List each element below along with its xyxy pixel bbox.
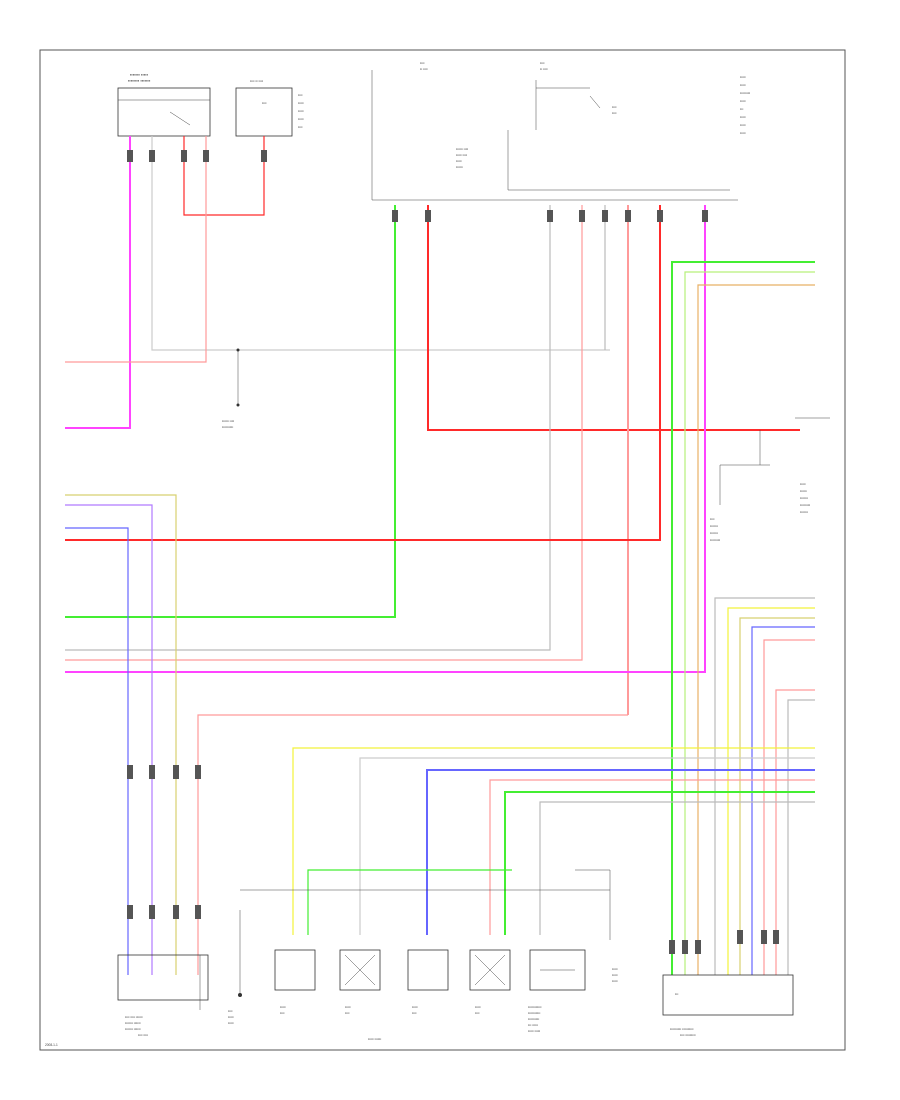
svg-text:▪▪▪▪▪ ▪▪▪▪▪: ▪▪▪▪▪ ▪▪▪▪▪ bbox=[528, 1029, 540, 1033]
wires-right-top bbox=[671, 261, 815, 975]
svg-text:▪▪▪▪▪: ▪▪▪▪▪ bbox=[740, 131, 746, 135]
svg-text:▪▪▪▪: ▪▪▪▪ bbox=[540, 61, 545, 65]
svg-text:▪▪▪▪▪▪▪▪▪▪▪▪: ▪▪▪▪▪▪▪▪▪▪▪▪ bbox=[528, 1005, 542, 1009]
svg-text:▪▪▪▪▪▪▪▪ ▪▪▪▪▪▪▪: ▪▪▪▪▪▪▪▪ ▪▪▪▪▪▪▪ bbox=[128, 78, 151, 83]
svg-text:▪▪▪▪ ▪▪▪▪: ▪▪▪▪ ▪▪▪▪ bbox=[138, 1033, 148, 1037]
svg-text:▪▪▪▪▪▪▪▪▪▪: ▪▪▪▪▪▪▪▪▪▪ bbox=[222, 425, 233, 429]
ground-right: ▪▪▪▪▪ ▪▪▪▪▪ ▪▪▪▪▪ bbox=[612, 967, 618, 983]
svg-text:▪▪▪ ▪▪▪▪▪: ▪▪▪ ▪▪▪▪▪ bbox=[528, 1023, 538, 1027]
svg-text:▪▪▪▪▪: ▪▪▪▪▪ bbox=[228, 1021, 234, 1025]
svg-text:▪▪▪▪▪▪: ▪▪▪▪▪▪ bbox=[456, 165, 463, 169]
svg-text:▪▪▪▪▪: ▪▪▪▪▪ bbox=[456, 159, 462, 163]
svg-text:▪▪▪▪▪ ▪▪▪▪: ▪▪▪▪▪ ▪▪▪▪ bbox=[456, 153, 467, 157]
svg-text:▪▪▪▪▪: ▪▪▪▪▪ bbox=[412, 1005, 418, 1009]
svg-text:▪▪ ▪▪▪▪: ▪▪ ▪▪▪▪ bbox=[420, 67, 428, 71]
svg-text:▪▪▪▪▪: ▪▪▪▪▪ bbox=[740, 83, 746, 87]
svg-text:▪▪▪▪▪▪▪ ▪▪▪▪▪: ▪▪▪▪▪▪▪ ▪▪▪▪▪ bbox=[130, 72, 149, 77]
svg-text:▪▪▪▪▪▪ ▪▪▪▪: ▪▪▪▪▪▪ ▪▪▪▪ bbox=[222, 419, 234, 423]
svg-text:▪▪▪▪: ▪▪▪▪ bbox=[710, 517, 715, 521]
wires-left-multi bbox=[65, 494, 628, 975]
wires-right-ecu bbox=[714, 597, 815, 975]
svg-text:▪▪▪▪▪: ▪▪▪▪▪ bbox=[280, 1005, 286, 1009]
svg-text:▪▪▪▪▪: ▪▪▪▪▪ bbox=[612, 979, 618, 983]
svg-text:▪▪▪▪: ▪▪▪▪ bbox=[475, 1011, 480, 1015]
svg-text:▪▪▪▪: ▪▪▪▪ bbox=[345, 1011, 350, 1015]
svg-text:▪▪▪▪: ▪▪▪▪ bbox=[412, 1011, 417, 1015]
svg-text:▪▪▪▪: ▪▪▪▪ bbox=[228, 1009, 233, 1013]
svg-text:▪▪▪▪ ▪▪ ▪▪▪▪: ▪▪▪▪ ▪▪ ▪▪▪▪ bbox=[250, 79, 263, 83]
svg-text:▪▪▪▪▪: ▪▪▪▪▪ bbox=[740, 99, 746, 103]
svg-text:▪▪▪▪▪▪▪▪▪: ▪▪▪▪▪▪▪▪▪ bbox=[740, 91, 750, 95]
junction-block-top: ▪▪▪▪ ▪▪ ▪▪▪▪ ▪▪▪▪ ▪▪ ▪▪▪▪ ▪▪▪▪▪▪ ▪▪▪▪ ▪▪… bbox=[371, 61, 750, 201]
svg-text:▪▪▪▪▪: ▪▪▪▪▪ bbox=[740, 75, 746, 79]
svg-text:▪▪▪▪▪▪▪: ▪▪▪▪▪▪▪ bbox=[800, 510, 808, 514]
svg-text:▪▪▪▪▪: ▪▪▪▪▪ bbox=[298, 109, 304, 113]
svg-text:▪▪▪▪▪: ▪▪▪▪▪ bbox=[612, 967, 618, 971]
svg-text:▪▪ ▪▪▪▪: ▪▪ ▪▪▪▪ bbox=[540, 67, 548, 71]
svg-text:▪▪▪▪▪▪▪▪▪▪ ▪▪▪▪▪▪▪▪▪▪: ▪▪▪▪▪▪▪▪▪▪ ▪▪▪▪▪▪▪▪▪▪ bbox=[670, 1027, 694, 1031]
svg-text:▪▪▪▪: ▪▪▪▪ bbox=[298, 93, 303, 97]
electronic-control-module: ▪▪▪ ▪▪▪▪▪▪▪▪▪▪ ▪▪▪▪▪▪▪▪▪▪ ▪▪▪▪ ▪▪▪▪▪▪▪▪▪ bbox=[662, 974, 794, 1037]
svg-text:▪▪▪▪▪: ▪▪▪▪▪ bbox=[228, 1015, 234, 1019]
diagram-border bbox=[39, 49, 846, 1051]
svg-text:▪▪▪▪ ▪▪▪▪▪▪▪▪▪: ▪▪▪▪ ▪▪▪▪▪▪▪▪▪ bbox=[680, 1033, 696, 1037]
wires-lower-bus bbox=[240, 747, 815, 940]
fuse-block-left: ▪▪▪▪ ▪▪ ▪▪▪▪ ▪▪▪▪ ▪▪▪▪ ▪▪▪▪▪ ▪▪▪▪▪ ▪▪▪▪▪… bbox=[235, 79, 304, 137]
svg-text:▪▪▪▪: ▪▪▪▪ bbox=[420, 61, 425, 65]
top-left-switch-component: ▪▪▪▪▪▪▪ ▪▪▪▪▪ ▪▪▪▪▪▪▪▪ ▪▪▪▪▪▪▪ bbox=[117, 72, 211, 137]
ground-left: ▪▪▪▪ ▪▪▪▪▪ ▪▪▪▪▪ bbox=[228, 910, 242, 1025]
svg-text:▪▪▪▪▪: ▪▪▪▪▪ bbox=[298, 101, 304, 105]
svg-text:▪▪▪▪▪ ▪▪▪▪▪▪: ▪▪▪▪▪ ▪▪▪▪▪▪ bbox=[368, 1037, 381, 1041]
footer-code: 2008-1-1 bbox=[45, 1043, 58, 1047]
svg-text:▪▪▪▪: ▪▪▪▪ bbox=[298, 125, 303, 129]
svg-text:▪▪▪▪▪▪▪▪▪: ▪▪▪▪▪▪▪▪▪ bbox=[710, 538, 720, 542]
coil-packs: ▪▪▪▪▪ ▪▪▪▪ ▪▪▪▪▪ ▪▪▪▪ ▪▪▪▪▪ ▪▪▪▪ ▪▪▪▪▪ ▪… bbox=[274, 949, 511, 1041]
wires-top-left: ▪▪▪▪▪▪ ▪▪▪▪ ▪▪▪▪▪▪▪▪▪▪ bbox=[65, 136, 610, 429]
wires-top-center bbox=[65, 205, 800, 715]
svg-text:▪▪▪▪▪▪▪: ▪▪▪▪▪▪▪ bbox=[710, 531, 718, 535]
svg-text:▪▪▪▪▪▪ ▪▪▪▪: ▪▪▪▪▪▪ ▪▪▪▪ bbox=[456, 147, 468, 151]
svg-text:▪▪▪▪▪: ▪▪▪▪▪ bbox=[800, 482, 806, 486]
svg-text:▪▪▪▪▪▪▪ ▪▪▪▪▪▪: ▪▪▪▪▪▪▪ ▪▪▪▪▪▪ bbox=[125, 1027, 141, 1031]
svg-text:▪▪▪▪▪▪▪: ▪▪▪▪▪▪▪ bbox=[710, 524, 718, 528]
svg-text:▪▪▪▪▪: ▪▪▪▪▪ bbox=[740, 123, 746, 127]
svg-text:▪▪▪▪▪: ▪▪▪▪▪ bbox=[298, 117, 304, 121]
sensor-right-middle: ▪▪▪▪▪ ▪▪▪▪▪▪ ▪▪▪▪▪▪▪ ▪▪▪▪▪▪▪▪▪ ▪▪▪▪▪▪▪ ▪… bbox=[710, 417, 830, 542]
svg-text:▪▪▪: ▪▪▪ bbox=[675, 992, 678, 996]
svg-text:▪▪▪▪: ▪▪▪▪ bbox=[612, 111, 617, 115]
svg-text:▪▪▪▪▪▪▪▪▪: ▪▪▪▪▪▪▪▪▪ bbox=[800, 503, 810, 507]
svg-text:▪▪▪▪▪: ▪▪▪▪▪ bbox=[612, 973, 618, 977]
fuel-tank-sensor: ▪▪▪▪ ▪▪▪▪ ▪▪▪▪▪▪ ▪▪▪▪▪▪▪ ▪▪▪▪▪▪ ▪▪▪▪▪▪▪ … bbox=[117, 954, 209, 1037]
connector-markers bbox=[127, 150, 779, 954]
svg-text:▪▪▪▪▪▪▪ ▪▪▪▪▪▪: ▪▪▪▪▪▪▪ ▪▪▪▪▪▪ bbox=[125, 1021, 141, 1025]
svg-text:▪▪▪▪▪: ▪▪▪▪▪ bbox=[740, 115, 746, 119]
svg-text:▪▪▪▪: ▪▪▪▪ bbox=[612, 105, 617, 109]
svg-text:▪▪▪▪▪▪: ▪▪▪▪▪▪ bbox=[800, 489, 807, 493]
svg-text:▪▪▪▪▪▪▪▪▪▪: ▪▪▪▪▪▪▪▪▪▪ bbox=[528, 1017, 539, 1021]
svg-text:▪▪▪▪: ▪▪▪▪ bbox=[262, 101, 267, 105]
svg-text:▪▪▪▪▪▪▪▪▪▪▪: ▪▪▪▪▪▪▪▪▪▪▪ bbox=[528, 1011, 540, 1015]
svg-text:▪▪▪▪: ▪▪▪▪ bbox=[280, 1011, 285, 1015]
svg-text:▪▪▪: ▪▪▪ bbox=[740, 107, 743, 111]
svg-text:▪▪▪▪▪: ▪▪▪▪▪ bbox=[475, 1005, 481, 1009]
svg-text:▪▪▪▪ ▪▪▪▪ ▪▪▪▪▪▪: ▪▪▪▪ ▪▪▪▪ ▪▪▪▪▪▪ bbox=[125, 1015, 143, 1019]
svg-text:▪▪▪▪▪▪▪: ▪▪▪▪▪▪▪ bbox=[800, 496, 808, 500]
svg-text:▪▪▪▪▪: ▪▪▪▪▪ bbox=[345, 1005, 351, 1009]
transmission-sensor: ▪▪▪▪▪▪▪▪▪▪▪▪ ▪▪▪▪▪▪▪▪▪▪▪ ▪▪▪▪▪▪▪▪▪▪ ▪▪▪ … bbox=[528, 949, 586, 1033]
